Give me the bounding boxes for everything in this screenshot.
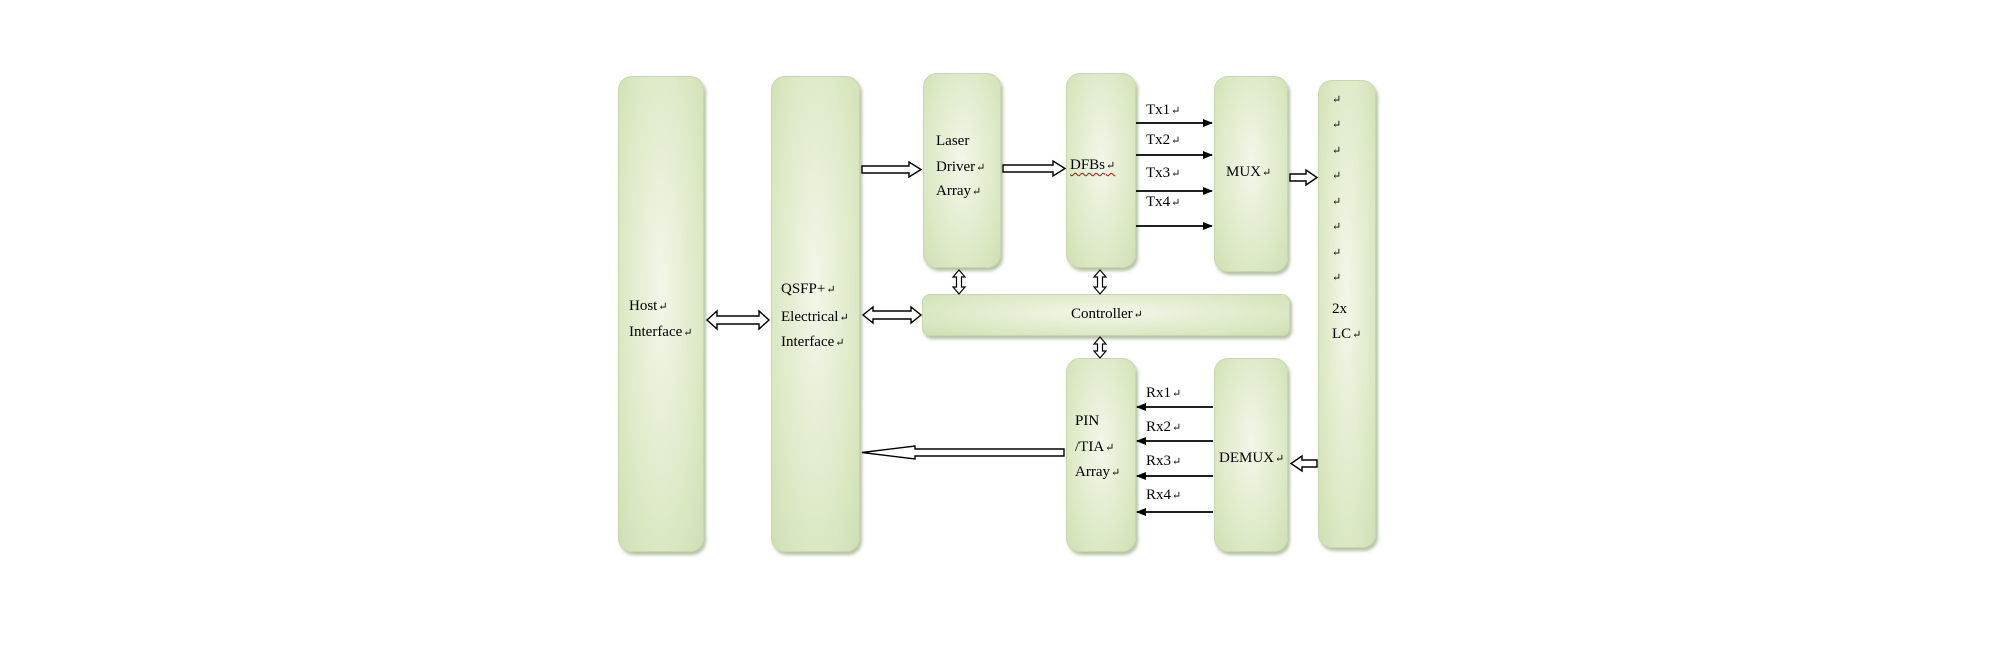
dfbs-block [1066, 73, 1136, 268]
dfbs-controller-arrow [1092, 269, 1108, 295]
lc-paragraph-mark-4: ↵ [1332, 170, 1342, 182]
laser-driver-to-dfbs-arrow [1002, 159, 1067, 178]
lc-paragraph-mark-7: ↵ [1332, 247, 1342, 259]
lc-to-demux-arrow [1289, 454, 1318, 473]
demux-block [1214, 358, 1288, 552]
qsfp-electrical-interface-block [771, 76, 860, 552]
qsfp-to-laser-driver-arrow [861, 160, 923, 179]
dfbs-label: DFBs↵ [1070, 157, 1116, 173]
lc-paragraph-mark-1: ↵ [1332, 94, 1342, 106]
host-interface-block [618, 76, 704, 552]
tx1-label: Tx1↵ [1146, 102, 1181, 118]
lc-paragraph-mark-3: ↵ [1332, 145, 1342, 157]
lc-label-line-2: LC↵ [1332, 326, 1362, 342]
lc-label-line-1: 2x [1332, 301, 1347, 317]
lc-paragraph-mark-6: ↵ [1332, 221, 1342, 233]
laser-driver-label-line-2: Driver↵ [936, 159, 986, 175]
rx4-label: Rx4↵ [1146, 487, 1182, 503]
pin-tia-array-block [1066, 358, 1136, 552]
tx3-label: Tx3↵ [1146, 165, 1181, 181]
laser-driver-array-block [923, 73, 1001, 268]
tx4-label: Tx4↵ [1146, 194, 1181, 210]
qsfp-label-line-3: Interface↵ [781, 334, 845, 350]
pin-tia-label-line-1: PIN [1075, 413, 1100, 429]
laser-driver-controller-arrow [951, 269, 967, 295]
controller-block [922, 294, 1290, 336]
lc-paragraph-mark-8: ↵ [1332, 272, 1342, 284]
pin-tia-label-line-3: Array↵ [1075, 464, 1121, 480]
mux-to-lc-arrow [1289, 168, 1319, 187]
rx1-label: Rx1↵ [1146, 385, 1182, 401]
lc-paragraph-mark-2: ↵ [1332, 119, 1342, 131]
host-interface-label-line-1: Host↵ [629, 298, 668, 314]
laser-driver-label-line-3: Array↵ [936, 183, 982, 199]
host-qsfp-bidirectional-arrow [705, 309, 771, 331]
laser-driver-label-line-1: Laser [936, 133, 970, 149]
controller-pin-tia-arrow [1092, 336, 1108, 359]
rx3-label: Rx3↵ [1146, 453, 1182, 469]
tx2-label: Tx2↵ [1146, 132, 1181, 148]
mux-block [1214, 76, 1288, 272]
qsfp-controller-bidirectional-arrow [861, 305, 923, 325]
qsfp-label-line-2: Electrical↵ [781, 309, 849, 325]
qsfp-label-line-1: QSFP+↵ [781, 281, 836, 297]
pin-tia-to-qsfp-arrow [861, 445, 1065, 460]
controller-label: Controller↵ [1071, 306, 1143, 322]
rx2-label: Rx2↵ [1146, 419, 1182, 435]
lc-connector-block [1318, 80, 1376, 548]
pin-tia-label-line-2: /TIA↵ [1075, 439, 1115, 455]
demux-label: DEMUX↵ [1219, 450, 1285, 466]
mux-label: MUX↵ [1226, 164, 1272, 180]
lc-paragraph-mark-5: ↵ [1332, 196, 1342, 208]
host-interface-label-line-2: Interface↵ [629, 324, 693, 340]
